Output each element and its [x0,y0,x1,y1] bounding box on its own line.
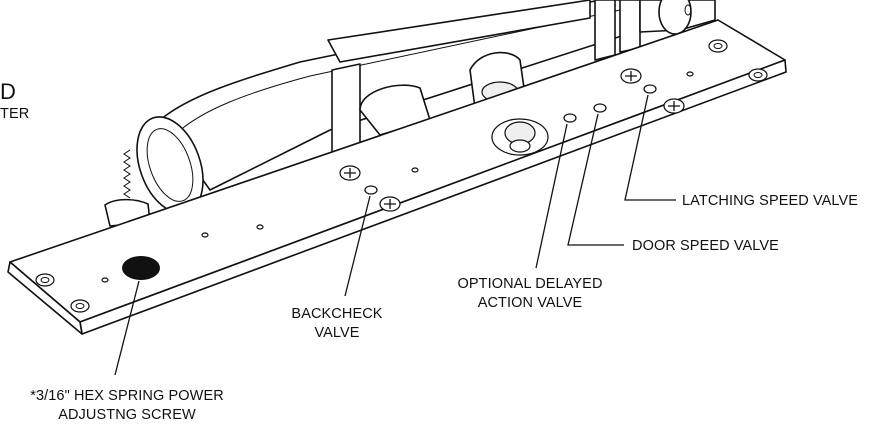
latching-speed-valve [643,84,657,94]
door-speed-valve-label: DOOR SPEED VALVE [632,238,779,254]
valve-holes [364,84,657,195]
partial-label-top: D [0,79,16,104]
optional-delayed-action-valve-label-2: ACTION VALVE [478,295,583,311]
backcheck-valve-label-2: VALVE [314,325,359,341]
plate-mounting-holes [35,39,768,313]
spring-power-adjusting-screw [122,256,160,280]
screw-icon [663,98,685,114]
optional-delayed-action-valve-label-1: OPTIONAL DELAYED [457,276,602,292]
leader-lines [114,94,676,376]
partial-label-left: TER [0,106,29,122]
hex-screw-label-2: ADJUSTNG SCREW [58,407,196,423]
phillips-screws [339,68,685,212]
pinion-spindle [491,118,549,156]
optional-delayed-action-valve [563,113,577,123]
screw-icon [620,68,642,84]
hex-screw-label-1: *3/16" HEX SPRING POWER [30,388,224,404]
screw-icon [339,165,361,181]
mounting-plate [7,19,787,335]
latching-speed-valve-label: LATCHING SPEED VALVE [682,193,858,209]
backcheck-valve-label-1: BACKCHECK [291,306,382,322]
backcheck-valve [364,185,378,195]
door-speed-valve [593,103,607,113]
screw-icon [379,196,401,212]
upper-housing [327,0,716,161]
